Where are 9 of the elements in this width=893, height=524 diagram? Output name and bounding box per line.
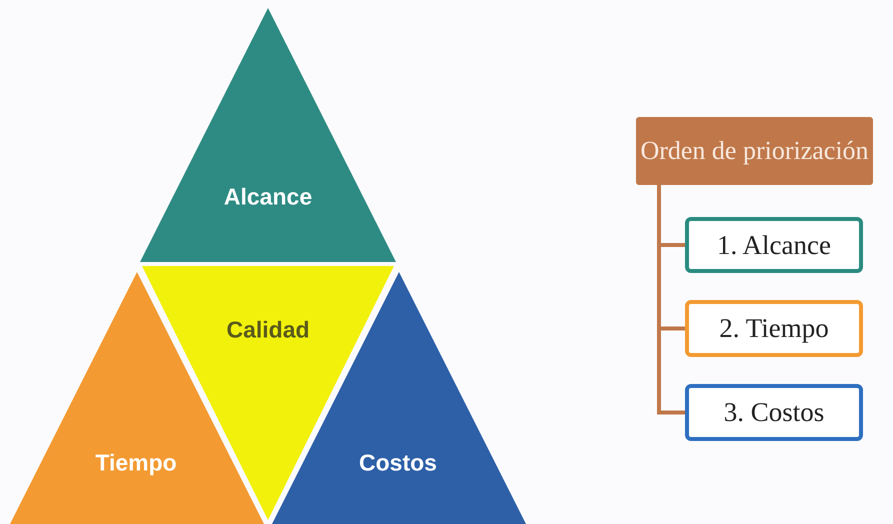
list-box: 1. Alcance [685,217,863,273]
triangle-shape [140,8,396,262]
list-box: 2. Tiempo [685,300,863,357]
header-box: Orden de priorización [636,117,873,185]
triangle-label: Alcance [224,184,312,210]
triangle-label: Tiempo [95,450,177,476]
list-box: 3. Costos [685,384,863,441]
triangle-label: Calidad [226,316,310,344]
triangle-label: Costos [359,450,437,476]
